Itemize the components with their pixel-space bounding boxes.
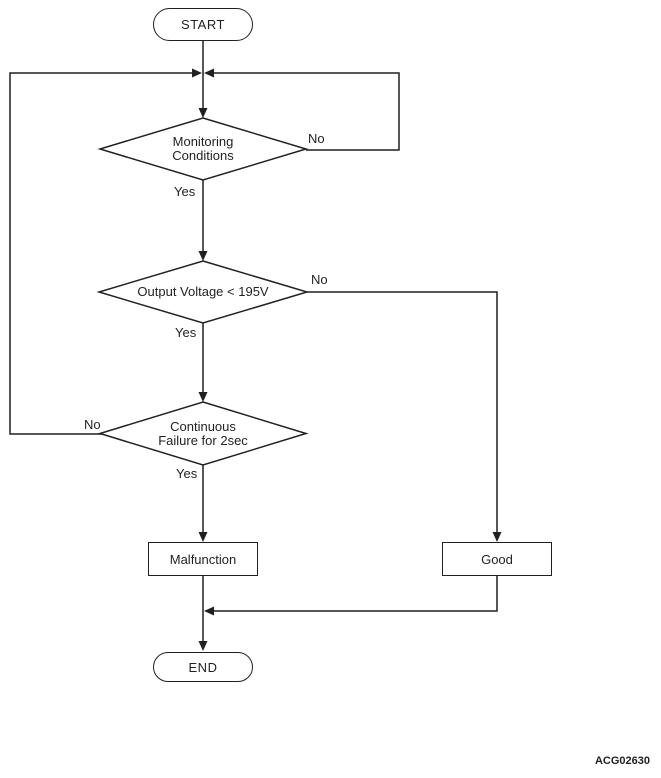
node-monitoring-conditions-label: Monitoring Conditions [172,135,233,163]
edge-label-voltage-yes: Yes [175,325,197,340]
arrowhead-down-icon [492,532,502,542]
arrowhead-down-icon [198,251,208,261]
node-malfunction: Malfunction [148,542,258,576]
node-start-label: START [181,17,225,32]
arrowhead-left-icon [204,68,214,78]
edge-good-to-merge [204,576,498,616]
label-line-2: Conditions [172,148,234,163]
diamond-shape [97,401,309,466]
diamond-shape [97,117,309,181]
edge-continuous-no-loop [9,68,202,435]
arrowhead-down-icon [198,532,208,542]
edge-label-continuous-no: No [84,417,101,432]
label-line-1: Monitoring [172,134,234,149]
arrowhead-down-icon [198,641,208,651]
arrowhead-right-icon [192,68,202,78]
edge-label-monitoring-no: No [308,131,325,146]
edge-voltage-yes [198,323,208,402]
node-continuous-failure-label: Continuous Failure for 2sec [158,418,248,448]
node-good-label: Good [481,551,513,567]
edge-voltage-no [307,291,502,542]
arrowhead-down-icon [198,392,208,402]
edge-monitoring-no-loop [204,68,400,151]
edge-monitoring-yes [198,180,208,261]
node-output-voltage: Output Voltage < 195V [96,260,310,324]
edge-malfunction-to-end [198,576,208,651]
node-monitoring-conditions: Monitoring Conditions [97,117,309,181]
node-start: START [153,8,253,41]
node-end: END [153,652,253,682]
edge-continuous-yes [198,465,208,542]
node-good: Good [442,542,552,576]
label-line-1: Output Voltage < 195V [137,284,269,299]
diamond-shape [96,260,310,324]
arrowhead-left-icon [204,606,214,616]
arrowhead-down-icon [198,108,208,118]
node-output-voltage-label: Output Voltage < 195V [137,285,268,299]
edge-start-to-monitoring [198,41,208,118]
node-end-label: END [188,659,218,675]
edge-label-continuous-yes: Yes [176,466,198,481]
edge-label-voltage-no: No [311,272,328,287]
figure-code: ACG02630 [594,755,650,767]
edge-label-monitoring-yes: Yes [174,184,196,199]
node-continuous-failure: Continuous Failure for 2sec [97,401,309,466]
label-line-1: Continuous [170,418,236,434]
node-malfunction-label: Malfunction [169,551,237,567]
label-line-2: Failure for 2sec [158,432,248,448]
